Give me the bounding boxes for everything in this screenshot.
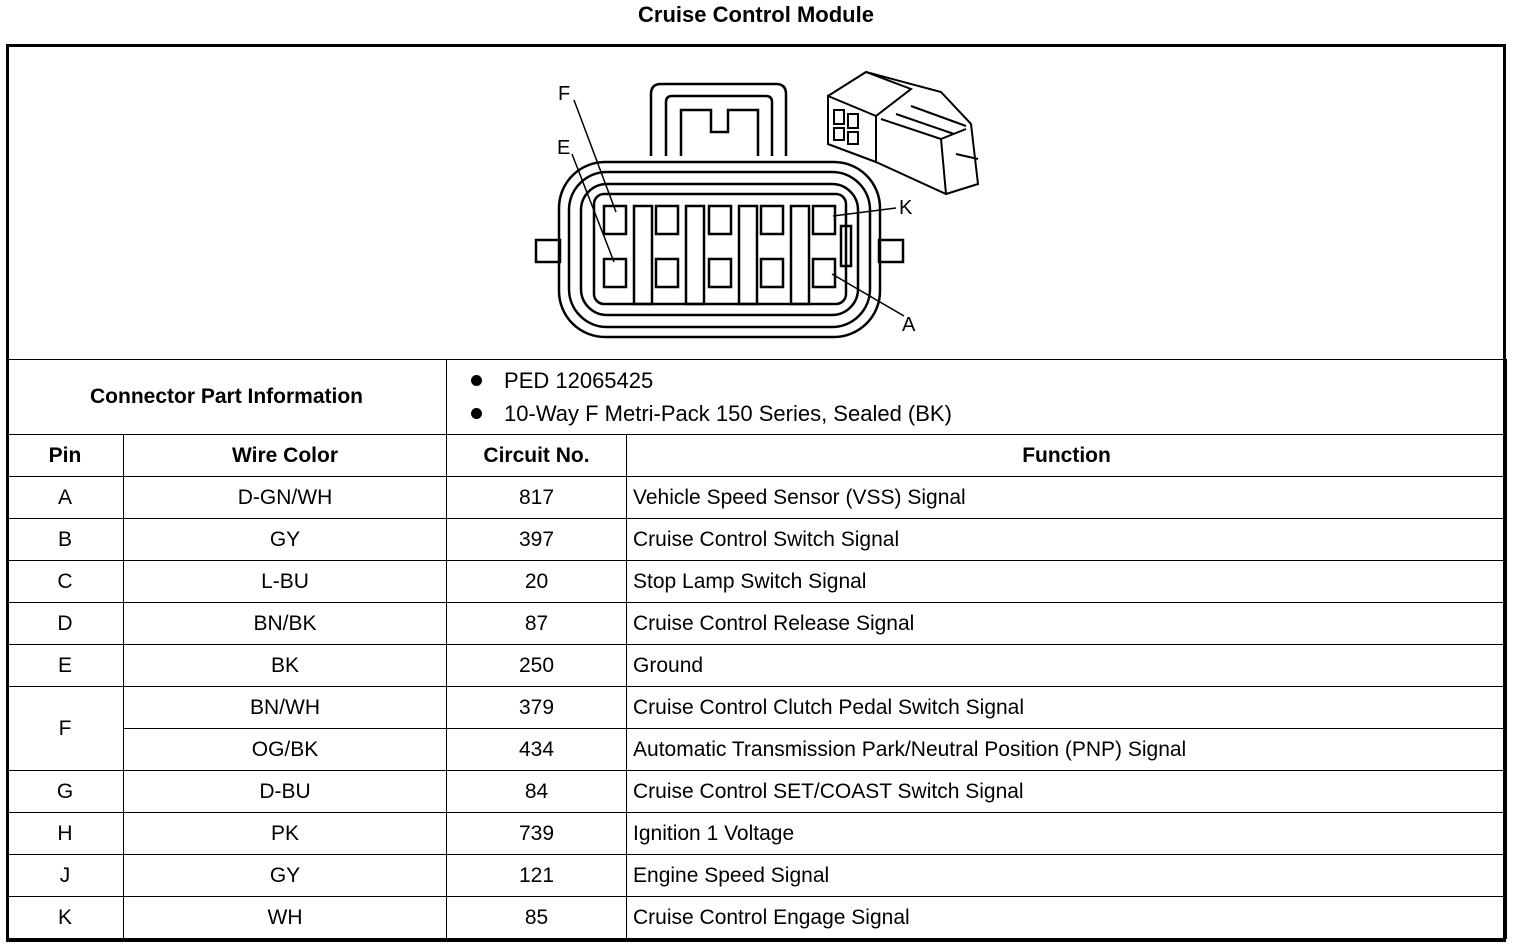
circuit-no-cell: 397 [446,518,628,561]
column-header-wire-color: Wire Color [122,434,448,477]
table-row: B GY 397 Cruise Control Switch Signal [6,518,1508,561]
column-header-circuit-no: Circuit No. [446,434,628,477]
circuit-no-cell: 434 [446,728,628,771]
wire-color-cell: GY [122,854,448,897]
function-cell: Automatic Transmission Park/Neutral Posi… [626,728,1508,771]
wire-color-cell: BK [122,644,448,687]
connector-diagram: F E K A [6,44,1506,360]
pin-cell: E [6,644,124,687]
function-cell: Cruise Control SET/COAST Switch Signal [626,770,1508,813]
table-row: E BK 250 Ground [6,644,1508,687]
wire-color-cell: D-BU [122,770,448,813]
column-header-row: Pin Wire Color Circuit No. Function [6,434,1508,477]
circuit-no-cell: 85 [446,896,628,939]
wire-color-cell: GY [122,518,448,561]
connector-info-item-text: PED 12065425 [504,367,654,393]
pin-cell: C [6,560,124,603]
page-title: Cruise Control Module [638,2,874,27]
pin-label-e: E [557,137,570,159]
circuit-no-cell: 817 [446,476,628,519]
table-row: C L-BU 20 Stop Lamp Switch Signal [6,560,1508,603]
wire-color-cell: OG/BK [122,728,448,771]
function-cell: Stop Lamp Switch Signal [626,560,1508,603]
circuit-no-cell: 121 [446,854,628,897]
table-row: G D-BU 84 Cruise Control SET/COAST Switc… [6,770,1508,813]
pin-label-f: F [558,83,570,105]
table-row: A D-GN/WH 817 Vehicle Speed Sensor (VSS)… [6,476,1508,519]
wire-color-cell: PK [122,812,448,855]
table-row: OG/BK 434 Automatic Transmission Park/Ne… [7,728,1508,771]
wire-color-cell: BN/BK [122,602,448,645]
function-cell: Vehicle Speed Sensor (VSS) Signal [626,476,1508,519]
bullet-icon [471,375,483,386]
wire-color-cell: BN/WH [122,686,448,729]
function-cell: Cruise Control Switch Signal [626,518,1508,561]
table-row: F BN/WH 379 Cruise Control Clutch Pedal … [6,686,1508,771]
connector-info-items: PED 12065425 10-Way F Metri-Pack 150 Ser… [446,359,1508,435]
circuit-no-cell: 20 [446,560,628,603]
circuit-no-cell: 87 [446,602,628,645]
wire-color-cell: D-GN/WH [122,476,448,519]
function-cell: Cruise Control Release Signal [626,602,1508,645]
pin-cell: H [6,812,124,855]
table-row: J GY 121 Engine Speed Signal [6,854,1508,897]
connector-face-drawing: F E K A [534,70,980,339]
function-cell: Cruise Control Engage Signal [626,896,1508,939]
column-header-function: Function [626,434,1508,477]
pin-label-k: K [899,197,913,219]
pin-label-a: A [902,314,916,336]
pin-cell: K [6,896,124,939]
circuit-no-cell: 250 [446,644,628,687]
function-cell: Ground [626,644,1508,687]
connector-info-item: PED 12065425 [471,364,1506,397]
function-cell: Cruise Control Clutch Pedal Switch Signa… [626,686,1508,729]
connector-info-item-text: 10-Way F Metri-Pack 150 Series, Sealed (… [504,400,952,426]
function-cell: Ignition 1 Voltage [626,812,1508,855]
circuit-no-cell: 379 [446,686,628,729]
pin-cell: G [6,770,124,813]
column-header-pin: Pin [6,434,124,477]
wire-color-cell: WH [122,896,448,939]
connector-info-row: Connector Part Information PED 12065425 … [5,359,1508,435]
pin-cell: B [6,518,124,561]
pin-cell: J [6,854,124,897]
pin-cell: A [6,476,124,519]
connector-info-label: Connector Part Information [5,359,448,435]
table-row: K WH 85 Cruise Control Engage Signal [6,896,1508,939]
circuit-no-cell: 84 [446,770,628,813]
table-row: H PK 739 Ignition 1 Voltage [6,812,1508,855]
bullet-icon [471,408,483,419]
table-row: D BN/BK 87 Cruise Control Release Signal [6,602,1508,645]
pinout-table: Connector Part Information PED 12065425 … [5,359,1508,939]
connector-info-item: 10-Way F Metri-Pack 150 Series, Sealed (… [471,397,1506,430]
circuit-no-cell: 739 [446,812,628,855]
pin-cell: D [6,602,124,645]
function-cell: Engine Speed Signal [626,854,1508,897]
pin-cell: F [6,686,124,771]
wire-color-cell: L-BU [122,560,448,603]
